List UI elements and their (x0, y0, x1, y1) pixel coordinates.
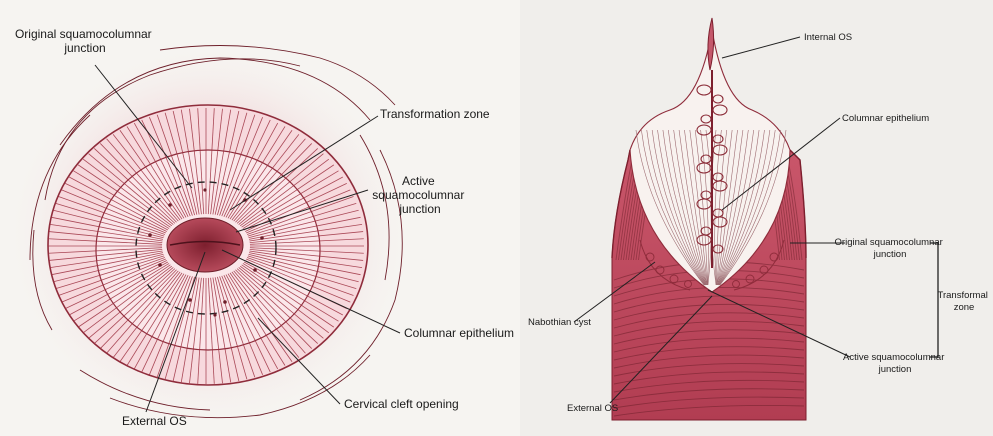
label-columnar-epithelium-right: Columnar epithelium (842, 113, 929, 124)
label-cervical-cleft-opening: Cervical cleft opening (344, 397, 459, 411)
left-external-os (167, 218, 243, 272)
left-cervix-face-view: Original squamocolumnar junction Transfo… (0, 0, 520, 436)
right-cervix-sagittal-view: Internal OS Columnar epithelium Original… (520, 0, 993, 436)
label-external-os-right: External OS (567, 403, 618, 414)
label-columnar-epithelium-left: Columnar epithelium (404, 326, 514, 340)
label-external-os-left: External OS (122, 414, 187, 428)
label-nabothian-cyst: Nabothian cyst (528, 317, 591, 328)
label-transformation-zone: Transformation zone (380, 107, 490, 121)
label-internal-os: Internal OS (804, 32, 852, 43)
